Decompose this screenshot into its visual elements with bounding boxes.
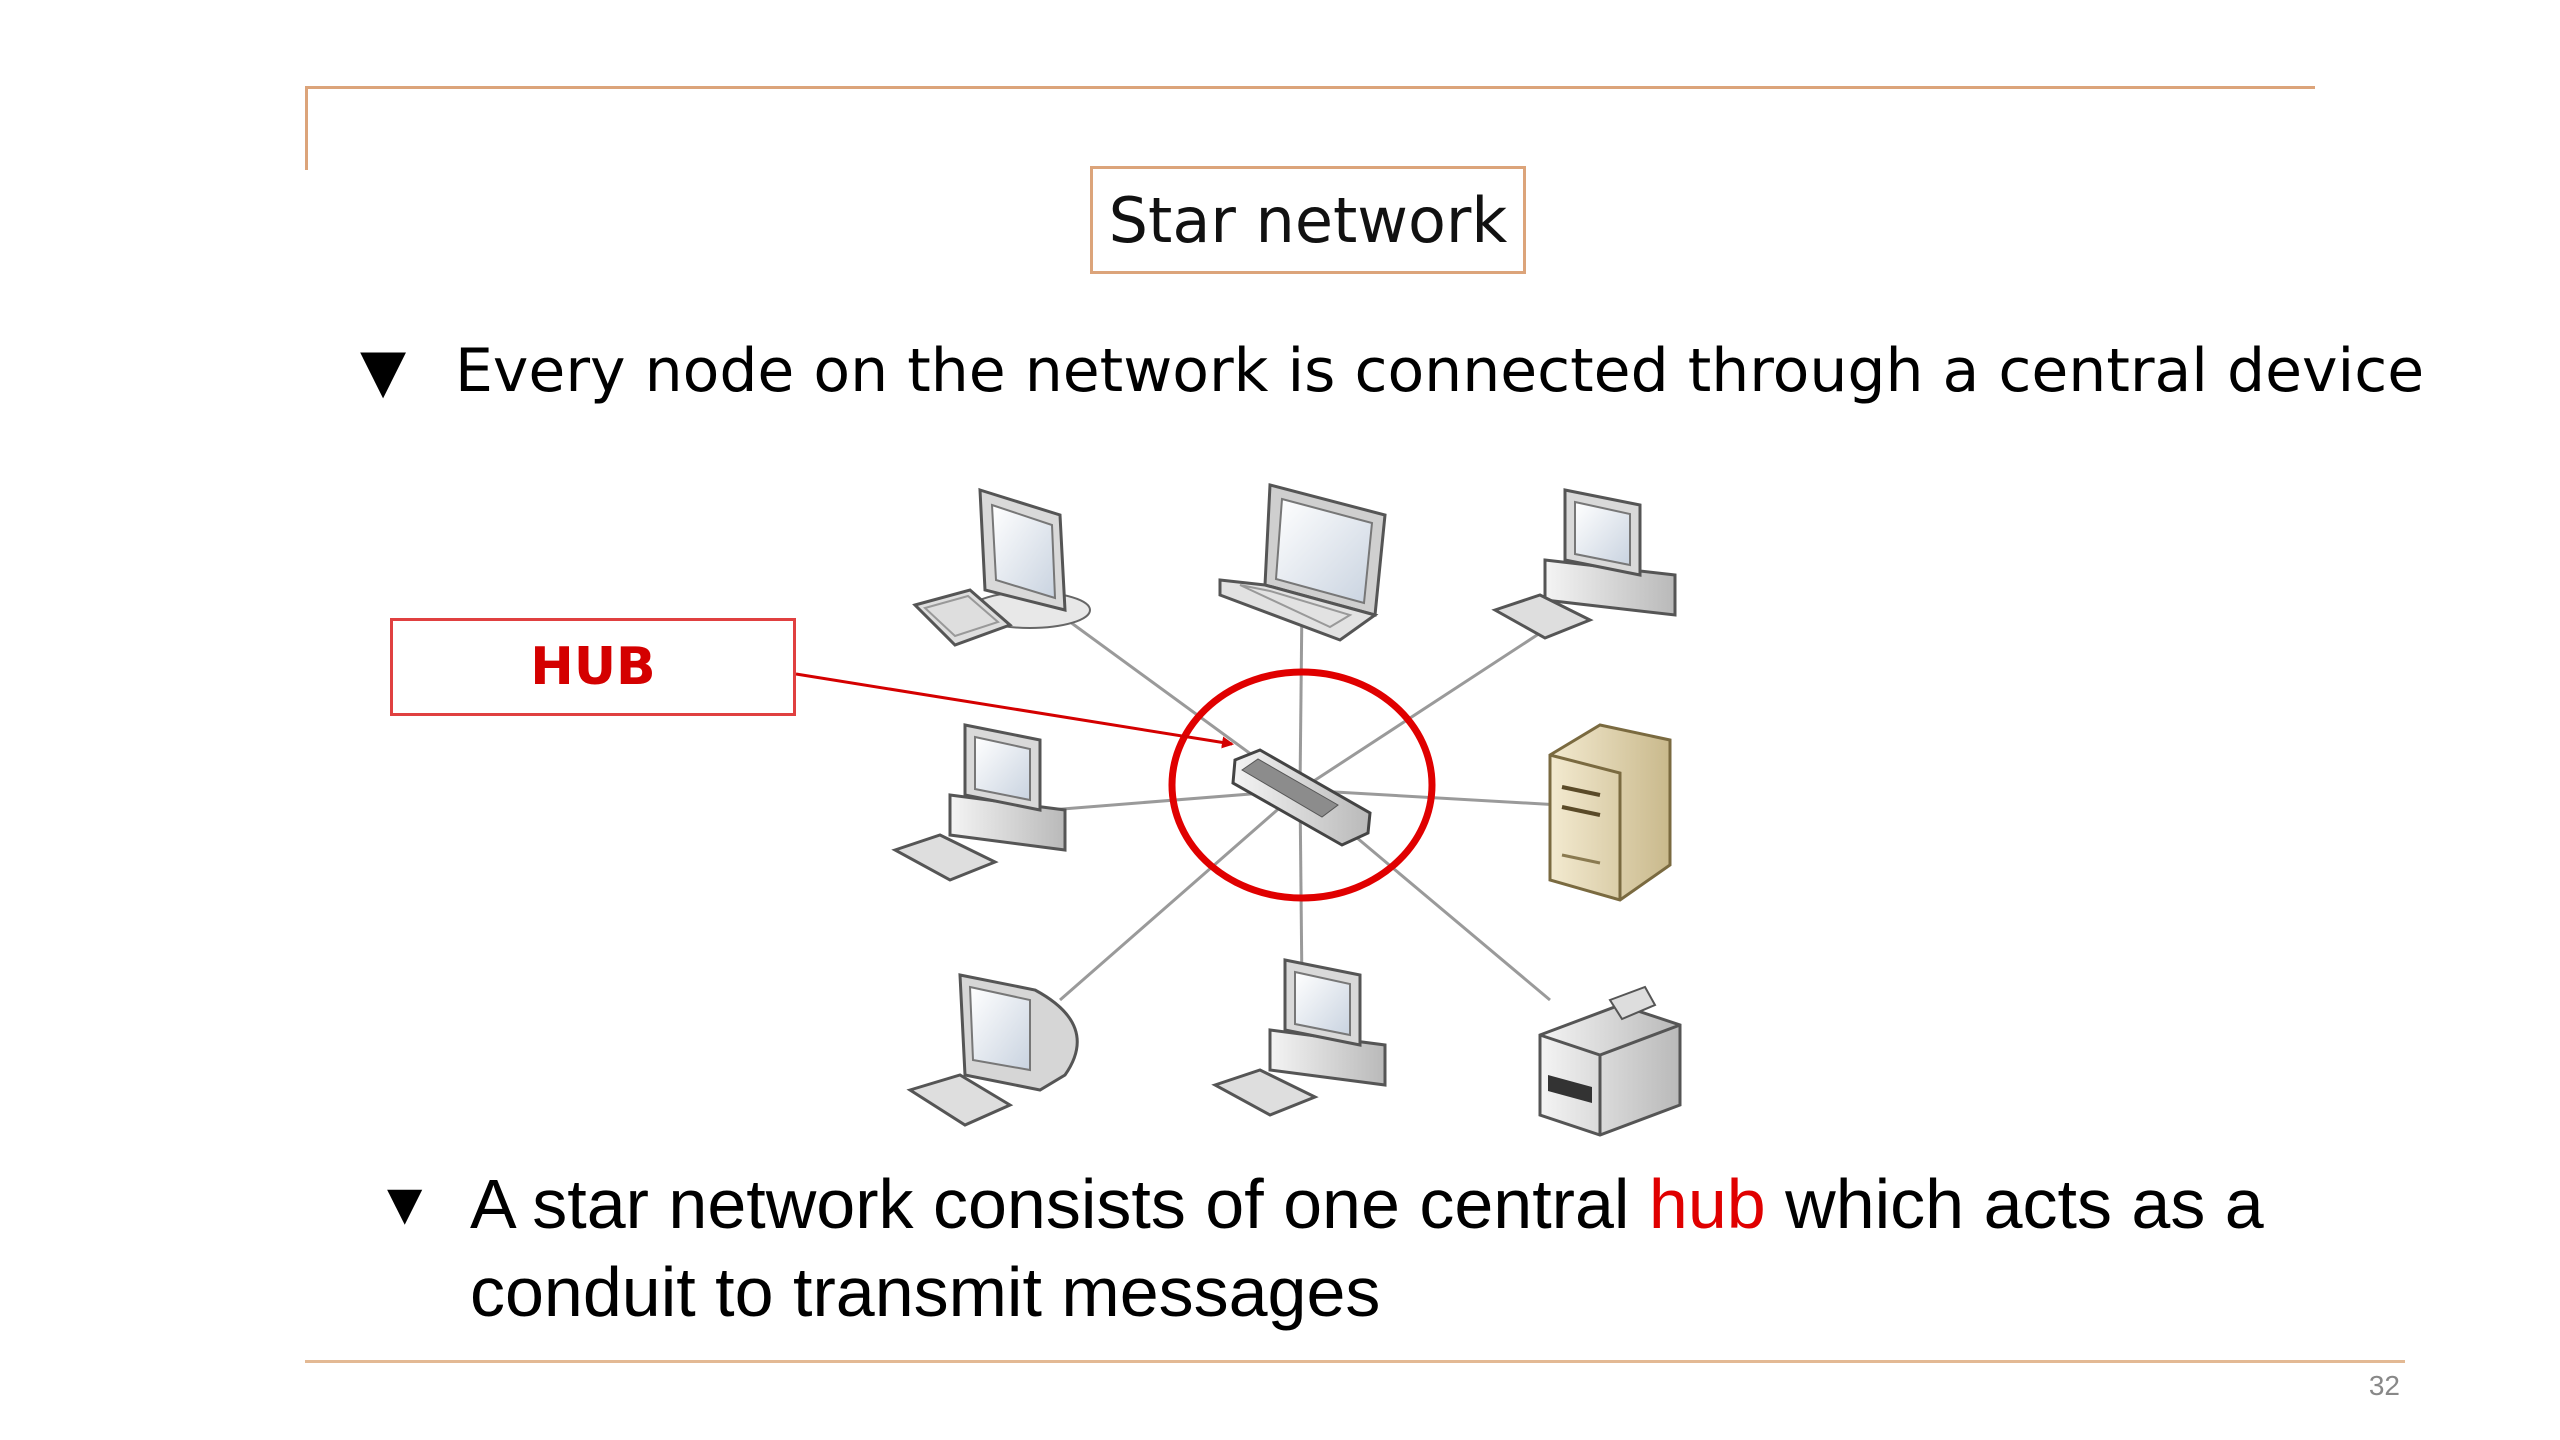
hub-callout-arrow (795, 672, 1234, 749)
hub-highlight-circle (1168, 668, 1436, 902)
bullet-2-highlight: hub (1648, 1165, 1766, 1243)
frame-left-line (305, 86, 308, 170)
bullet-2-text-before: A star network consists of one central (470, 1165, 1649, 1243)
desktop-computer-icon-top-right (1491, 488, 1677, 640)
flat-monitor-computer-icon (912, 487, 1091, 647)
bullet-2-text-after: which acts as a conduit to transmit mess… (470, 1165, 2264, 1331)
bullet-2-text: A star network consists of one central h… (470, 1160, 2435, 1336)
server-icon (1548, 723, 1672, 902)
printer-icon (1538, 985, 1682, 1137)
frame-bottom-line (305, 1360, 2405, 1363)
triangle-bullet-icon: ▼ (360, 336, 407, 406)
link-top-right (1299, 618, 1561, 792)
bullet-point-2: ▼ A star network consists of one central… (375, 1160, 2435, 1336)
page-number: 32 (2368, 1370, 2400, 1401)
link-bottom-left (1059, 788, 1301, 1002)
hub-callout-label: HUB (390, 618, 796, 716)
laptop-icon (1218, 483, 1387, 642)
hub-device-icon (1231, 748, 1372, 847)
desktop-computer-icon-bottom (1211, 958, 1387, 1117)
crt-computer-icon (906, 973, 1079, 1127)
bullet-1-text: Every node on the network is connected t… (455, 336, 2425, 406)
link-top (1298, 599, 1304, 791)
frame-top-line (305, 86, 2315, 89)
slide-title: Star network (1090, 166, 1526, 274)
desktop-computer-icon-left (891, 723, 1067, 882)
triangle-bullet-icon: ▼ (375, 1170, 435, 1237)
link-bottom (1298, 789, 1304, 991)
